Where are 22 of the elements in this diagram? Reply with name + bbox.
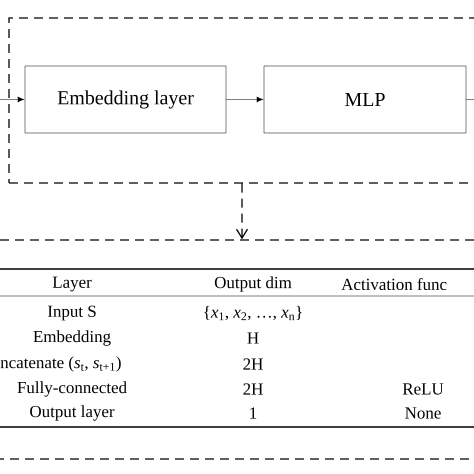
- table-cell: ReLU: [402, 383, 444, 395]
- table-cell: Embedding: [33, 330, 111, 346]
- dashed-frame: [8, 17, 474, 184]
- table-cell: Fully-connected: [17, 381, 127, 397]
- table-cell: Layer: [52, 276, 92, 292]
- table-cell: None: [405, 407, 441, 419]
- table-cell: Input S: [48, 306, 96, 320]
- table-cell: H: [247, 332, 259, 344]
- table-cell: ncatenate (s$_{t}$, s$_{t+1}$): [0, 356, 121, 372]
- table-cell: 1: [250, 407, 256, 419]
- arrow: [236, 184, 248, 240]
- arrow: [0, 96, 24, 102]
- table-cell: Output layer: [30, 405, 114, 421]
- table-cell: 2H: [243, 358, 263, 370]
- table-cell: Activation func: [341, 278, 447, 290]
- process-box: MLP: [264, 66, 466, 134]
- table-cell: {x$_{1}$, x$_{2}$, …, x$_{n}$}: [204, 306, 302, 320]
- table-cell: 2H: [243, 383, 263, 395]
- arrow: [226, 96, 263, 102]
- table-cell: Output dim: [214, 276, 292, 292]
- process-box: Embedding layer: [24, 66, 226, 134]
- dashed-frame: [0, 239, 474, 460]
